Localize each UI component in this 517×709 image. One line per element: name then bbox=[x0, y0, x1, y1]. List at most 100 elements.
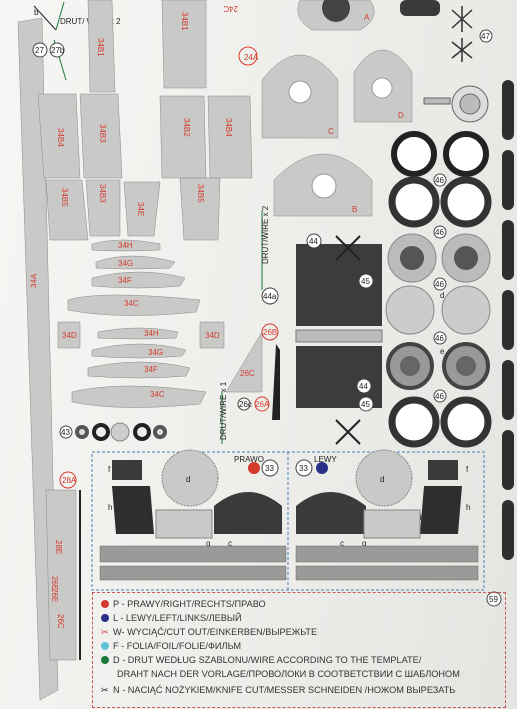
letter-d-right: d bbox=[380, 475, 384, 484]
part-34B3 bbox=[79, 93, 123, 179]
label-34H: 34H bbox=[118, 241, 133, 250]
part-34B4b bbox=[207, 95, 253, 179]
wheels-grid bbox=[385, 131, 492, 448]
label-D: D bbox=[398, 111, 404, 120]
legend-f: F - FOLIA/FOIL/FOLIE/ФИЛЬМ bbox=[113, 641, 242, 651]
ribs-lower bbox=[71, 327, 207, 408]
legend-d2: DRAHT NACH DER VORLAGE/ПРОВОЛОКИ В СООТВ… bbox=[117, 669, 460, 679]
text-33: 33 bbox=[265, 464, 274, 473]
label-34B3b: 34B3 bbox=[98, 184, 107, 203]
label-34B5b: 34B5 bbox=[196, 184, 205, 203]
letter-f-left: f bbox=[108, 465, 111, 474]
text-27: 27 bbox=[35, 46, 44, 55]
ribs-upper bbox=[67, 239, 201, 316]
text-46d: 46 bbox=[435, 334, 444, 343]
part-34B4 bbox=[37, 93, 81, 179]
knife-scissors-icon: ✂ bbox=[101, 685, 109, 695]
letter-f-right: f bbox=[466, 465, 469, 474]
text-43: 43 bbox=[61, 428, 70, 437]
dot-prawo bbox=[248, 462, 260, 474]
gear-strips bbox=[99, 545, 479, 581]
propeller-parts bbox=[451, 6, 473, 62]
exhaust-left bbox=[112, 449, 282, 539]
legend-n-row: ✂ N - NACIĄĆ NOŻYKIEM/KNIFE CUT/MESSER SC… bbox=[101, 685, 455, 696]
label-24Cb: 24C bbox=[223, 4, 238, 13]
letter-b: b bbox=[34, 8, 39, 17]
label-lewy: LEWY bbox=[314, 455, 337, 464]
text-26c: 26c bbox=[239, 400, 252, 409]
label-26A: 26A bbox=[255, 400, 270, 409]
legend-box: P - PRAWY/RIGHT/RECHTS/ПРАВО L - LEWY/LE… bbox=[92, 592, 506, 708]
letter-g-right: g bbox=[362, 539, 366, 548]
legend-l-row: L - LEWY/LEFT/LINKS/ЛЕВЫЙ bbox=[101, 613, 242, 623]
label-34Hb: 34H bbox=[144, 329, 159, 338]
wire-label-low: DRUT/WIRE x 1 bbox=[219, 381, 228, 440]
label-34A: 34A bbox=[29, 273, 39, 288]
wire-label-mid: DRUT/WIRE x 2 bbox=[261, 205, 270, 264]
text-44: 44 bbox=[309, 237, 318, 246]
legend-l: L - LEWY/LEFT/LINKS/ЛЕВЫЙ bbox=[113, 613, 242, 623]
label-34B1b: 34B1 bbox=[180, 12, 189, 31]
part-34B5b bbox=[179, 177, 221, 241]
scissors-icon: ✂ bbox=[101, 627, 109, 637]
exhaust-right bbox=[296, 449, 462, 539]
red-dot-icon bbox=[101, 600, 109, 608]
legend-n: N - NACIĄĆ NOŻYKIEM/KNIFE CUT/MESSER SCH… bbox=[113, 685, 456, 695]
legend-p: P - PRAWY/RIGHT/RECHTS/ПРАВО bbox=[113, 599, 266, 609]
letter-c-left: c bbox=[228, 539, 232, 548]
text-44a: 44a bbox=[263, 292, 277, 301]
label-34B4: 34B4 bbox=[56, 128, 65, 147]
part-34B1b bbox=[161, 0, 207, 89]
label-prawo: PRAWO bbox=[234, 455, 264, 464]
legend-p-row: P - PRAWY/RIGHT/RECHTS/ПРАВО bbox=[101, 599, 266, 609]
legend-f-row: F - FOLIA/FOIL/FOLIE/ФИЛЬМ bbox=[101, 641, 241, 651]
legend-w-row: ✂W- WYCIĄĆ/CUT OUT/EINKERBEN/ВЫРЕЖЬТЕ bbox=[101, 627, 317, 638]
label-34B2: 34B2 bbox=[182, 118, 191, 137]
label-34E: 34E bbox=[136, 202, 145, 216]
label-24A: 24A bbox=[244, 53, 259, 62]
circle-27b bbox=[49, 42, 65, 58]
letter-e-wheel: e bbox=[440, 347, 445, 356]
label-34Db: 34D bbox=[205, 331, 220, 340]
letter-i-left: i bbox=[150, 513, 152, 522]
text-46b: 46 bbox=[435, 228, 444, 237]
label-34B3: 34B3 bbox=[98, 124, 107, 143]
label-34F: 34F bbox=[118, 276, 132, 285]
label-26C2: 26C bbox=[56, 614, 65, 629]
label-34D: 34D bbox=[62, 331, 77, 340]
letter-d-wheel: d bbox=[440, 291, 444, 300]
text-59: 59 bbox=[489, 595, 498, 604]
legend-d1: D - DRUT WEDŁUG SZABLONU/WIRE ACCORDING … bbox=[113, 655, 422, 665]
cyan-dot-icon bbox=[101, 642, 109, 650]
label-34G: 34G bbox=[118, 259, 133, 268]
text-45: 45 bbox=[361, 277, 370, 286]
part-34Db bbox=[199, 321, 225, 349]
text-46a: 46 bbox=[435, 176, 444, 185]
letter-i-right: i bbox=[420, 513, 422, 522]
label-26B: 26B bbox=[263, 328, 277, 337]
text-46e: 46 bbox=[435, 392, 444, 401]
letter-h-left: h bbox=[108, 503, 112, 512]
part-34D bbox=[57, 321, 81, 349]
part-34B2 bbox=[159, 95, 207, 179]
green-dot-icon bbox=[101, 656, 109, 664]
label-34Gb: 34G bbox=[148, 348, 163, 357]
label-B: B bbox=[352, 205, 357, 214]
label-28E: 28E bbox=[54, 540, 63, 554]
label-34Cb: 34C bbox=[150, 390, 165, 399]
letter-h-right: h bbox=[466, 503, 470, 512]
dark-strips bbox=[502, 80, 514, 560]
blue-dot-icon bbox=[101, 614, 109, 622]
label-34Fb: 34F bbox=[144, 365, 158, 374]
label-34B1: 34B1 bbox=[96, 38, 105, 57]
text-45b: 45 bbox=[361, 400, 370, 409]
label-26Eb: 26E bbox=[50, 588, 59, 602]
part-34B5 bbox=[45, 179, 89, 241]
label-34C: 34C bbox=[124, 299, 139, 308]
wheel-labels: 46 46 46 46 46 d e bbox=[433, 173, 447, 403]
engine-panels bbox=[295, 235, 383, 445]
circle-27 bbox=[32, 42, 48, 58]
dot-lewy bbox=[316, 462, 328, 474]
